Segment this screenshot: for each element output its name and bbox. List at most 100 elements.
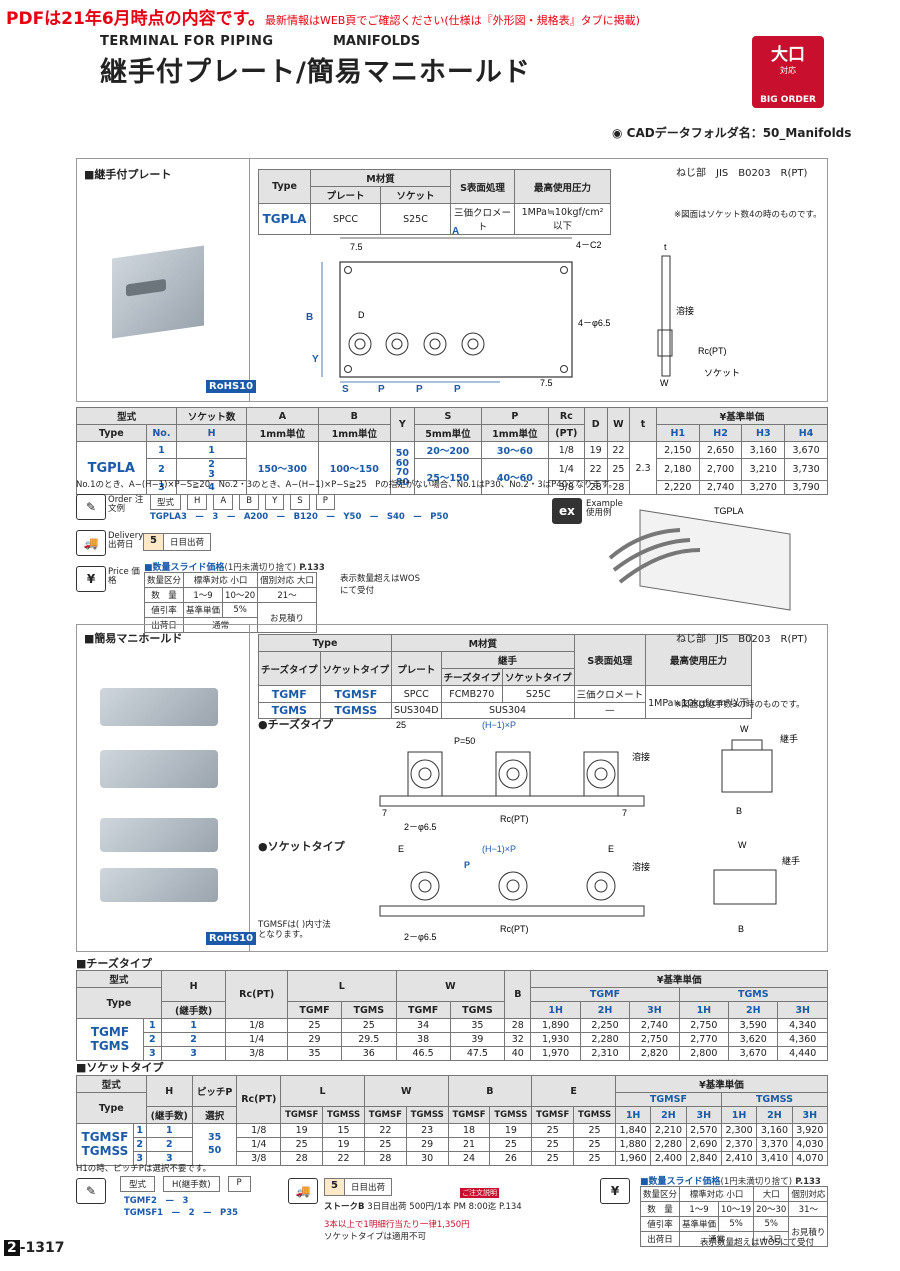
order-key: A xyxy=(213,494,234,510)
order-example: TGPLA3 — 3 — A200 — B120 — Y50 — S40 — P… xyxy=(150,512,449,522)
socket-drawing: E (H−1)×P P E 溶接 Rc(PT) 2－φ6.5 xyxy=(379,844,650,942)
cell: 2,210 xyxy=(650,1123,687,1138)
cell: 2,740 xyxy=(698,480,743,495)
socket-table-title: ■ソケットタイプ xyxy=(76,1061,164,1074)
cell: 25 xyxy=(573,1137,616,1152)
svg-text:E: E xyxy=(608,844,614,854)
cell: 2,840 xyxy=(685,1151,722,1166)
cell: 22 xyxy=(606,441,631,459)
cell: 31～ xyxy=(788,1201,829,1217)
cell: 2,370 xyxy=(720,1137,758,1152)
th: W xyxy=(606,407,631,442)
cell: SUS304 xyxy=(440,702,575,719)
truck-icon: 🚚 xyxy=(76,530,106,556)
cell: 28 xyxy=(280,1151,324,1166)
h-value: 2 xyxy=(208,459,215,470)
cell: 19 xyxy=(583,441,608,459)
th: L xyxy=(286,970,397,1002)
cell: 21 xyxy=(447,1137,491,1152)
manifold-photo-2 xyxy=(100,750,218,788)
cell: 20～30 xyxy=(753,1201,790,1217)
cell: 3,620 xyxy=(728,1032,779,1047)
th: 3H xyxy=(685,1106,722,1124)
cell: S25C xyxy=(380,203,451,235)
th: TGMF xyxy=(395,1001,451,1019)
cell: 個別対応 大口 xyxy=(257,572,317,588)
svg-text:P: P xyxy=(416,384,423,394)
order-icon: ✎ xyxy=(76,494,106,520)
cell: SPCC xyxy=(310,203,381,235)
th: E xyxy=(531,1075,616,1107)
th: チーズタイプ xyxy=(440,668,504,686)
qty-title-text: ■数量スライド価格 xyxy=(640,1177,721,1187)
th: TGMF xyxy=(286,1001,343,1019)
qty-page: P.133 xyxy=(299,563,325,573)
svg-text:Rc(PT): Rc(PT) xyxy=(500,924,529,934)
svg-text:7: 7 xyxy=(622,808,627,818)
th: TGMS xyxy=(449,1001,506,1019)
cell: 1,880 xyxy=(614,1137,652,1152)
cell: SPCC xyxy=(391,685,442,703)
hole-icon xyxy=(344,266,352,274)
cell: 2,750 xyxy=(629,1032,680,1047)
cell: 2.3 xyxy=(629,441,657,495)
cell: お見積り xyxy=(788,1216,829,1247)
plate-section-label: ■継手付プレート xyxy=(84,168,172,181)
cell: 2,410 xyxy=(720,1151,758,1166)
svg-text:4－C2: 4－C2 xyxy=(576,240,602,250)
th: 型式 xyxy=(76,970,162,988)
cell: 1～9 xyxy=(183,587,224,603)
cell: 4,030 xyxy=(791,1137,829,1152)
cell: 4,340 xyxy=(777,1018,828,1033)
cell: 3,670 xyxy=(728,1046,779,1061)
cad-folder: ◉ CADデータフォルダ名：50_Manifolds xyxy=(612,126,852,140)
order-key: B xyxy=(239,494,260,510)
order-key: 型式 xyxy=(150,494,182,510)
divider xyxy=(249,624,250,952)
th: 1mm単位 xyxy=(317,424,391,442)
pdf-notice: PDFは21年6月時点の内容です。最新情報はWEB頁でご確認ください(仕様は『外… xyxy=(6,4,896,29)
cell: 10～20 xyxy=(222,587,259,603)
cell: 25 xyxy=(531,1137,575,1152)
stroke-note-2: ソケットタイプは適用不可 xyxy=(324,1232,427,1242)
cheese-side-drawing: W 継手 B xyxy=(721,724,798,816)
cell: 2,300 xyxy=(720,1123,758,1138)
cell: 1/4 xyxy=(236,1137,282,1152)
cell: 1,890 xyxy=(530,1018,581,1033)
stroke-time: PM 8:00迄 xyxy=(453,1202,497,1212)
cell: 1/8 xyxy=(225,1018,288,1033)
plate-drawing: A 7.5 4－C2 B D Y 4－φ6.5 S P P P 7.5 xyxy=(306,226,610,394)
cell: SUS304D xyxy=(391,702,442,719)
cell: 1MPa≒10kgf/cm²以下 xyxy=(645,685,752,719)
cell: 1,840 xyxy=(614,1123,652,1138)
th: S表面処理 xyxy=(573,634,647,686)
cell: — xyxy=(573,702,647,719)
th: Y xyxy=(389,407,415,442)
cell: 2 xyxy=(145,1137,193,1152)
svg-text:B: B xyxy=(736,806,742,816)
type-name: TGMF xyxy=(90,1025,130,1040)
cell: 38 xyxy=(395,1032,451,1047)
th: Type xyxy=(257,634,393,652)
socket-label: ●ソケットタイプ xyxy=(258,840,345,853)
th: TGMSS xyxy=(405,1106,449,1124)
cell: 2,650 xyxy=(698,441,743,459)
cell: 1/4 xyxy=(225,1032,288,1047)
cell: 1,970 xyxy=(530,1046,581,1061)
th: H3 xyxy=(741,424,786,442)
cell: S25C xyxy=(502,685,575,703)
badge-jp: 大口 xyxy=(771,45,805,65)
type-cell: TGMS xyxy=(258,702,321,719)
cell: 1 xyxy=(132,1123,147,1138)
price-label: Price 価格 xyxy=(108,567,140,587)
th: 3H xyxy=(629,1001,680,1019)
plate-note: No.1のとき、A−(H−1)×P−S≧20 No.2・3のとき、A−(H−1)… xyxy=(76,480,617,490)
th: TGMS xyxy=(341,1001,397,1019)
cell: 基準単価 xyxy=(679,1216,720,1232)
svg-text:(H−1)×P: (H−1)×P xyxy=(482,720,516,730)
svg-text:E: E xyxy=(398,844,404,854)
cell: 基準単価 xyxy=(183,602,224,618)
